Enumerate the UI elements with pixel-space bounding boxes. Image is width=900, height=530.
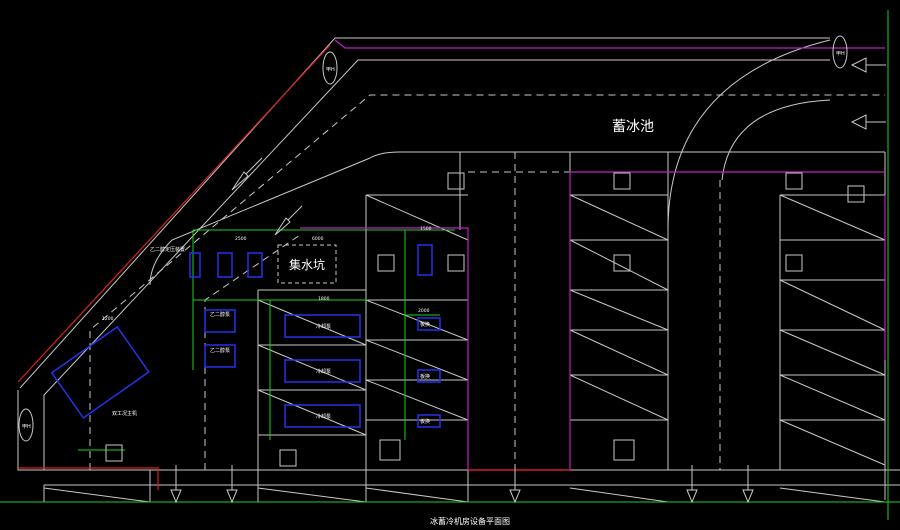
pump-label-2: 板换: [420, 373, 430, 380]
equip-label-2: 冷却泵: [316, 368, 331, 375]
sump-label: 集水坑: [289, 257, 325, 272]
red-outline: [17, 44, 570, 490]
hatched-columns: [105, 172, 865, 467]
pool-label: 蓄冰池: [612, 119, 654, 135]
dim-4: 1800: [318, 296, 330, 302]
dim-2: 6000: [312, 236, 324, 242]
equip-label-1: 冷却泵: [316, 323, 331, 330]
blue-equipment: [50, 244, 441, 428]
pump-label-3: 板换: [420, 418, 430, 425]
dashed-centerlines: [89, 94, 885, 470]
room-label-2: 乙二醇泵: [210, 347, 230, 354]
dim-3: 1500: [420, 226, 432, 232]
equip-label-3: 冷却泵: [316, 413, 331, 420]
axis-bubbles: [18, 35, 848, 442]
chiller-label: 双工况主机: [112, 410, 137, 417]
sump-outline: [277, 244, 337, 284]
dim-1: 2500: [235, 236, 247, 242]
room-label-1: 乙二醇泵: [210, 311, 230, 318]
axis-label-top: 甲H: [326, 67, 335, 73]
green-lines: [0, 10, 900, 520]
dim-5: 2000: [418, 308, 430, 314]
dim-6: 1200: [102, 316, 114, 322]
flow-arrows: [170, 57, 886, 504]
pump-label-1: 板换: [420, 321, 430, 328]
axis-label-left: 甲H: [22, 424, 31, 430]
rack-label: 乙二醇定压装置: [150, 246, 185, 253]
structure-lines: [17, 37, 900, 503]
bottom-title: 冰蓄冷机房设备平面图: [430, 516, 510, 526]
axis-label-right: 甲H: [836, 51, 845, 57]
